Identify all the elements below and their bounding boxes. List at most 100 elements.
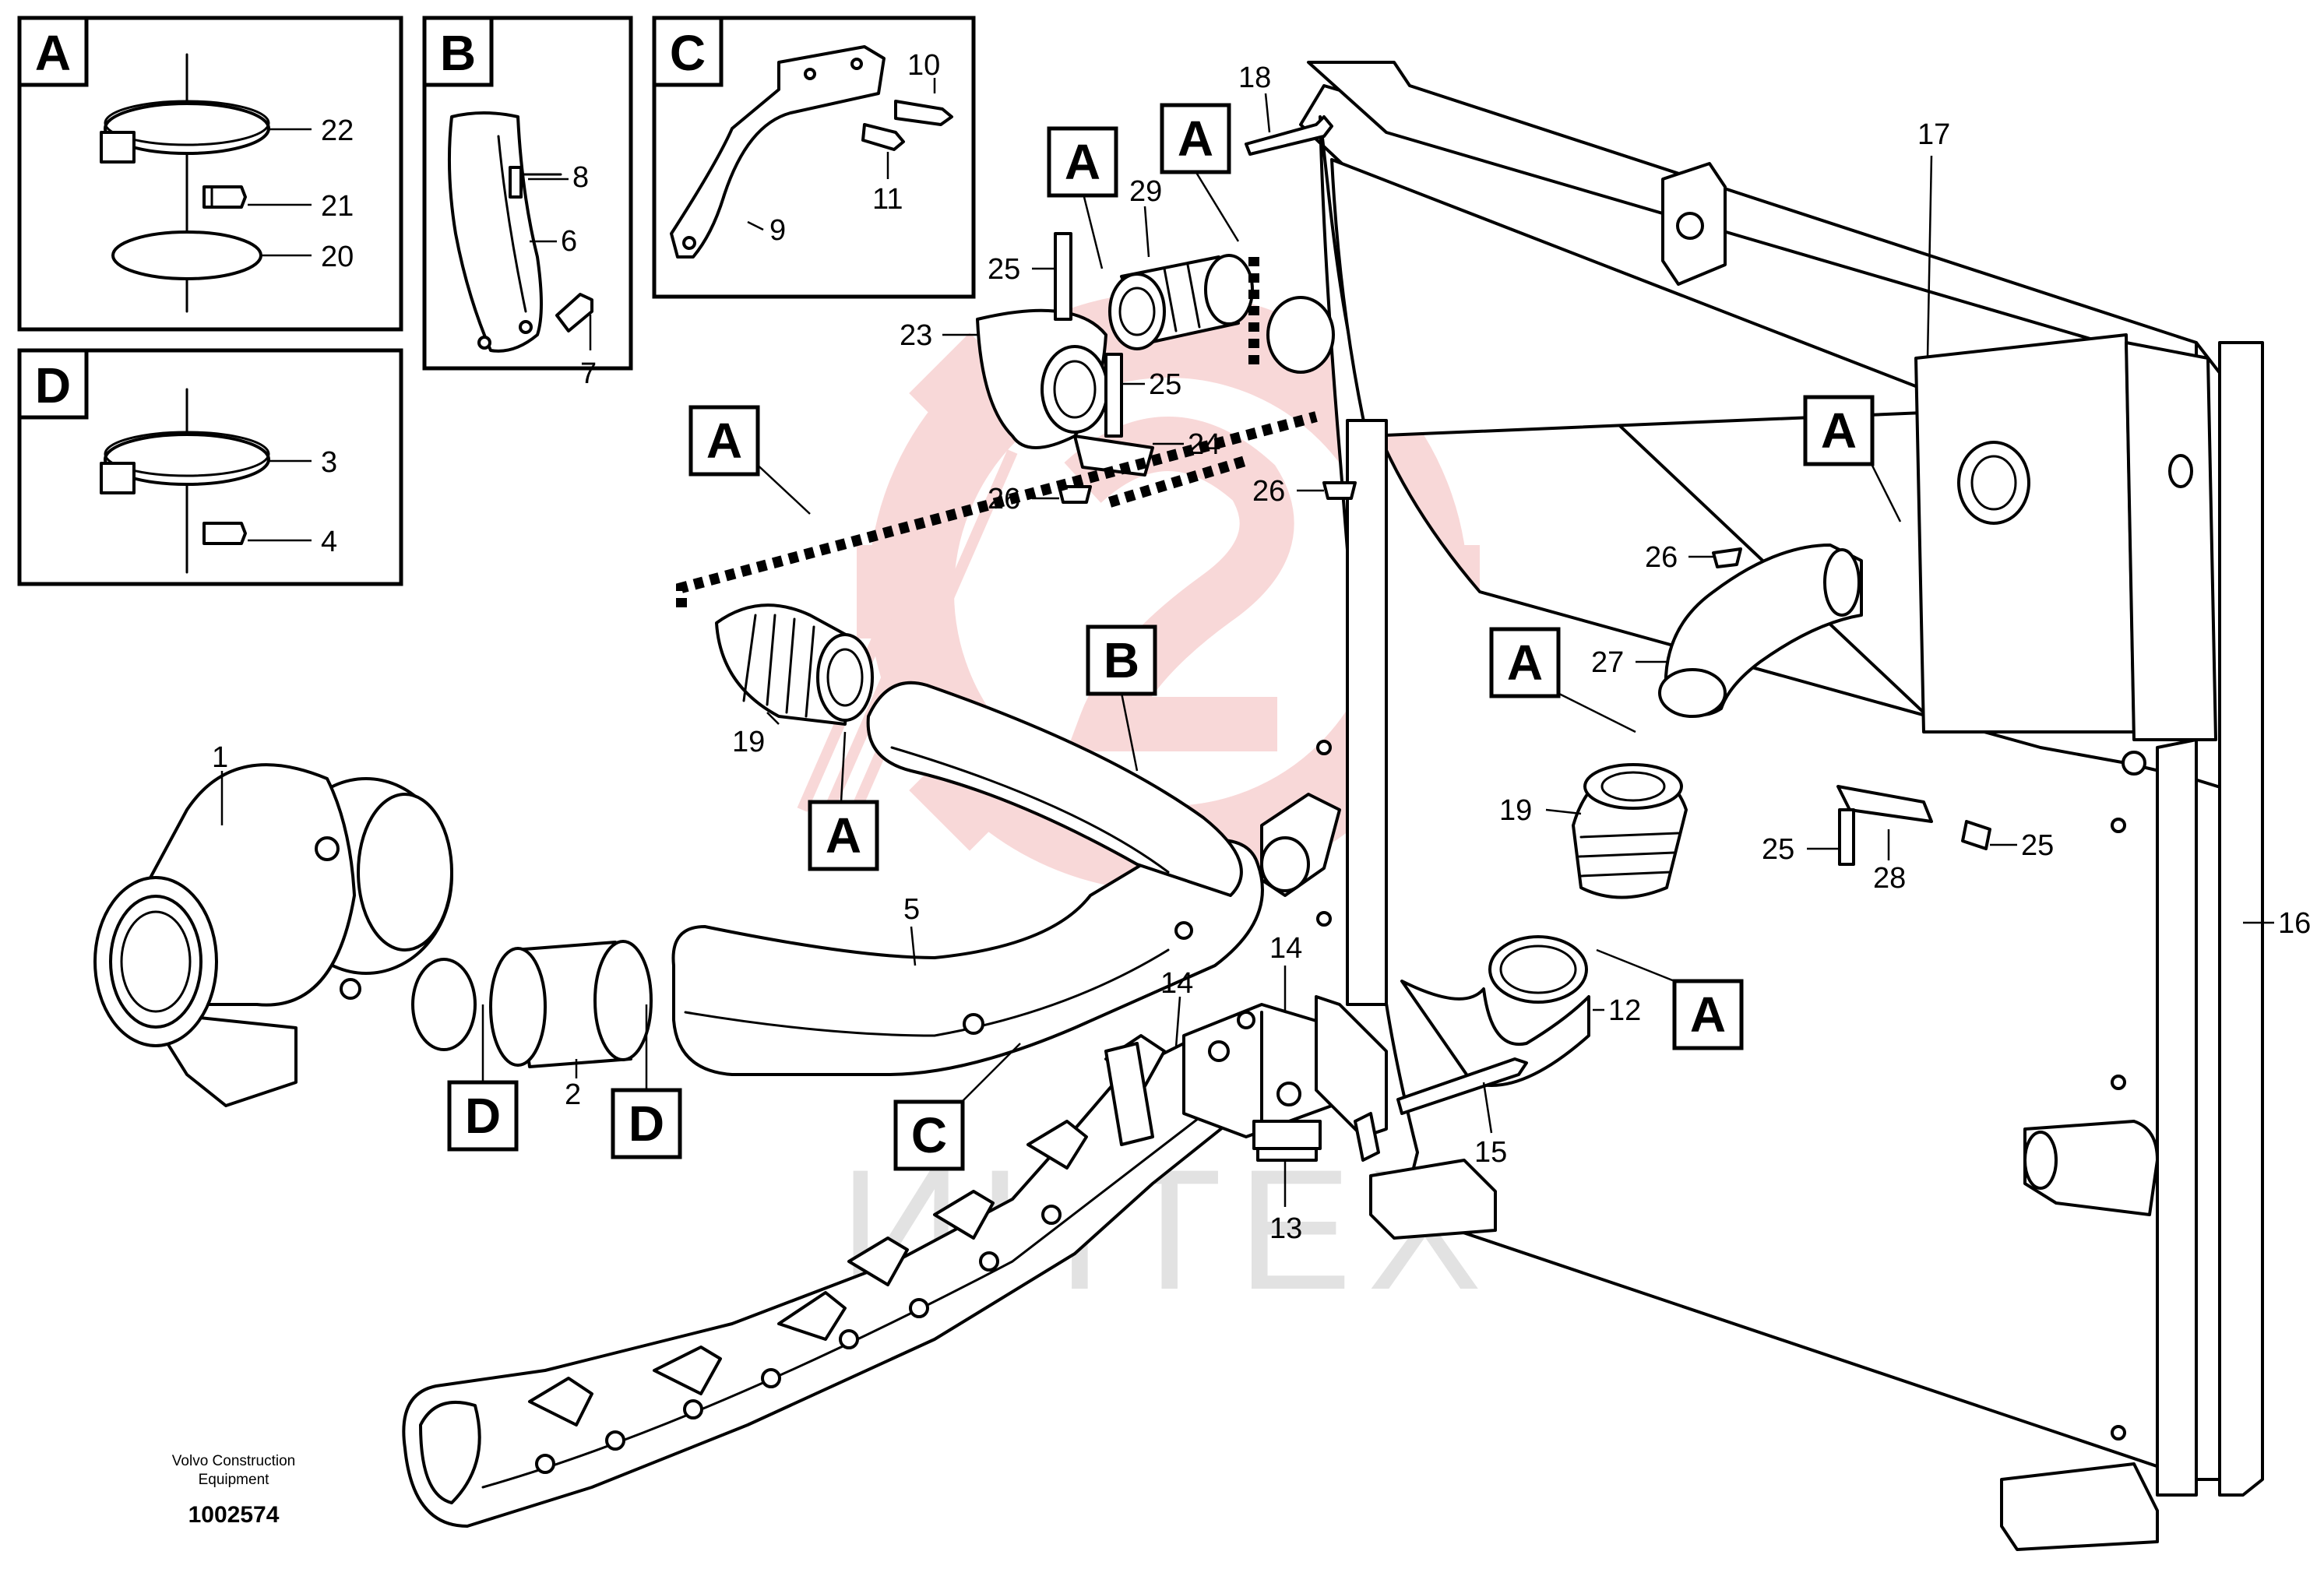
- turbocharger-1: [93, 763, 453, 1107]
- part-number-20: 20: [321, 241, 354, 273]
- svg-text:A: A: [1821, 403, 1857, 459]
- callout-15: 15: [1474, 1136, 1507, 1169]
- callout-27: 27: [1591, 646, 1624, 679]
- view-ref-a-4: A: [808, 731, 879, 871]
- part-number-8: 8: [572, 161, 589, 194]
- view-ref-a-5: A: [1803, 395, 1902, 522]
- svg-text:A: A: [706, 413, 742, 469]
- hose-29: [1108, 254, 1254, 350]
- bolt-25-c: [1838, 808, 1855, 866]
- part-number-11: 11: [872, 183, 903, 216]
- view-ref-d-2: D: [611, 1004, 682, 1159]
- part-number-7: 7: [580, 357, 597, 390]
- callout-26-b: 26: [1252, 475, 1285, 508]
- o-ring-12: [1400, 935, 1590, 1087]
- bolt-18: [1245, 115, 1333, 156]
- publisher-line-2: Equipment: [199, 1472, 270, 1488]
- callout-17: 17: [1917, 118, 1950, 151]
- bracket-28: [1836, 785, 1933, 823]
- cooler-side-tank-17: [1914, 333, 2136, 733]
- detail-box-d: D 3 4: [17, 348, 403, 586]
- callout-25-d: 25: [2021, 829, 2054, 862]
- bracket-24: [1073, 434, 1154, 477]
- part-number-3: 3: [321, 446, 337, 479]
- view-ref-d-1: D: [447, 1004, 519, 1152]
- detail-box-b: B 8 6 7: [422, 16, 633, 390]
- callout-19-a: 19: [732, 726, 765, 758]
- radiator-assembly-16: [1260, 61, 2264, 1551]
- view-ref-a-1: A: [1047, 126, 1118, 269]
- bracket-6: [447, 111, 543, 353]
- drawing-number: 1002574: [188, 1502, 280, 1528]
- bolt-4: [202, 522, 247, 545]
- publisher-line-1: Volvo Construction: [172, 1453, 295, 1469]
- svg-text:D: D: [629, 1096, 664, 1152]
- callout-16: 16: [2278, 907, 2311, 940]
- view-ref-a-3: A: [688, 405, 811, 515]
- svg-text:A: A: [1690, 987, 1726, 1043]
- callout-14-a: 14: [1269, 932, 1302, 965]
- detail-box-a-letter: A: [35, 25, 71, 81]
- callout-26-c: 26: [1645, 541, 1678, 574]
- bolt-21: [202, 185, 247, 209]
- callout-25-a: 25: [988, 253, 1020, 286]
- bolt-25-b: [1104, 353, 1123, 438]
- bolt-25-a: [1054, 232, 1072, 321]
- part-number-21: 21: [321, 190, 354, 223]
- part-number-6: 6: [561, 225, 577, 258]
- detail-box-c: C 10 11 9: [652, 16, 976, 299]
- part-number-9: 9: [769, 214, 786, 247]
- callout-29: 29: [1129, 175, 1162, 208]
- heater-block-13: [1182, 1003, 1341, 1162]
- svg-text:B: B: [1104, 632, 1139, 688]
- bracket-9: [670, 45, 886, 259]
- bolt-10: [894, 100, 953, 126]
- bracket-14: [1104, 995, 1388, 1162]
- callout-12: 12: [1608, 994, 1641, 1027]
- svg-text:A: A: [1507, 635, 1543, 691]
- cooler-outlet-port: [1957, 441, 2030, 525]
- svg-text:A: A: [1065, 134, 1100, 190]
- callout-14-b: 14: [1160, 967, 1193, 1000]
- callout-25-c: 25: [1762, 833, 1794, 866]
- clamp-lug: [100, 131, 136, 164]
- hose-19-right: [1572, 763, 1688, 899]
- detail-box-c-letter: C: [670, 25, 706, 81]
- dashed-connector-mid: [1107, 454, 1252, 508]
- view-ref-b: B: [1086, 624, 1157, 772]
- part-number-10: 10: [907, 49, 940, 82]
- nut-26-c: [1712, 547, 1742, 568]
- bend-pipe-27: [1658, 543, 1863, 718]
- svg-text:C: C: [911, 1107, 947, 1163]
- hose-2: [411, 940, 653, 1068]
- callout-2: 2: [565, 1078, 581, 1111]
- dashed-connector-lower: [676, 411, 1318, 607]
- bolt-15: [1396, 1057, 1528, 1115]
- svg-text:A: A: [1178, 111, 1213, 167]
- callout-19-b: 19: [1499, 794, 1532, 827]
- elbow-hose-23: [976, 308, 1109, 449]
- view-ref-a-2: A: [1160, 103, 1240, 242]
- callout-18: 18: [1238, 62, 1271, 94]
- view-ref-a-6: A: [1489, 627, 1636, 733]
- part-callouts: 1 2 5 12 13 14 14 15 16 17 18 19 19 23 2…: [212, 62, 2311, 1245]
- part-number-4: 4: [321, 526, 337, 558]
- screw-7: [555, 293, 593, 332]
- detail-box-b-letter: B: [440, 25, 476, 81]
- hose-19-left: [715, 603, 874, 726]
- callout-13: 13: [1269, 1212, 1302, 1245]
- bolt-25-d: [1961, 820, 1991, 850]
- charge-air-pipe-5: [671, 681, 1264, 1076]
- callout-26-a: 26: [988, 483, 1020, 515]
- nut-26-b: [1322, 481, 1357, 500]
- callout-1: 1: [212, 741, 228, 774]
- callout-23: 23: [900, 319, 932, 352]
- view-ref-a-7: A: [1596, 948, 1744, 1050]
- callout-25-b: 25: [1149, 368, 1181, 401]
- detail-box-d-letter: D: [35, 357, 71, 413]
- nut-26-a: [1058, 485, 1092, 504]
- svg-text:D: D: [465, 1088, 501, 1144]
- callout-28: 28: [1873, 862, 1906, 895]
